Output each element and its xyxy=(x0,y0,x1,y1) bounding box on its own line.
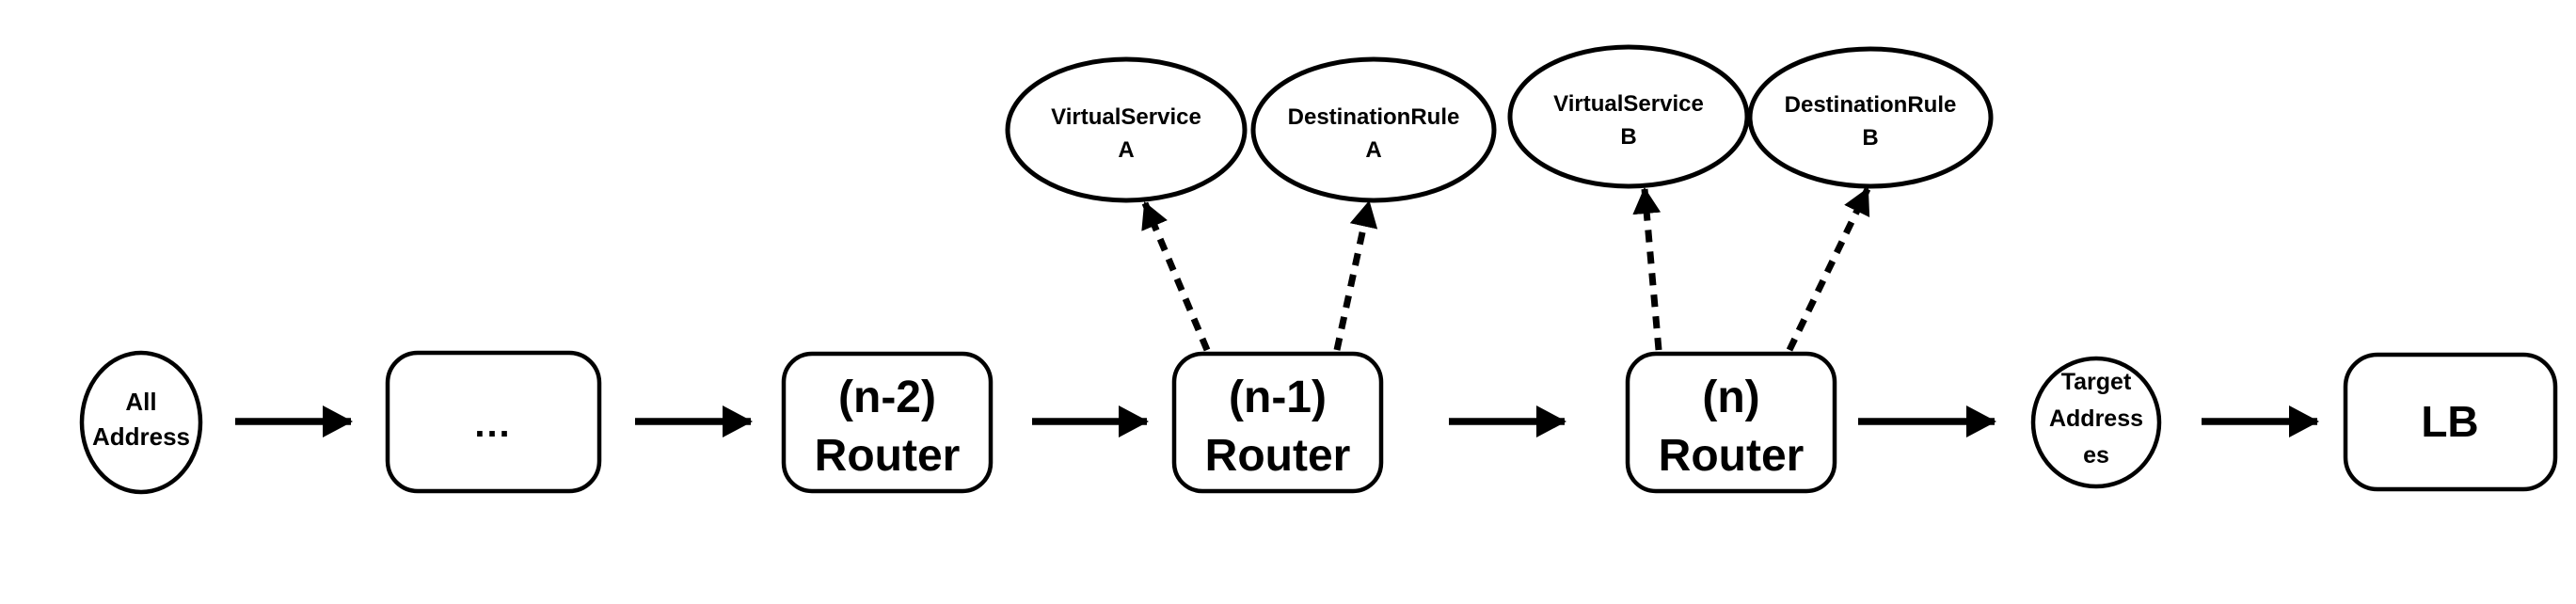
router-n-box xyxy=(1625,351,1837,494)
destinationrule-b-label-line1: DestinationRule xyxy=(1785,92,1957,118)
arrow-router-n-to-destinationrule-b xyxy=(1786,187,1871,352)
node-all-address: All Address xyxy=(79,350,203,495)
dots-label: ... xyxy=(474,404,511,445)
router-n-label-line1: (n) xyxy=(1702,373,1759,422)
node-virtualservice-a: VirtualService A xyxy=(1005,56,1248,203)
arrow-router-n-1-to-destinationrule-a xyxy=(1333,200,1378,351)
arrow-router-n-1-to-virtualservice-a xyxy=(1141,201,1211,352)
router-n-1-box xyxy=(1171,351,1384,494)
virtualservice-a-ellipse xyxy=(1005,56,1248,203)
virtualservice-b-label-line1: VirtualService xyxy=(1553,91,1704,117)
target-addresses-label-line1: Target xyxy=(2061,369,2132,395)
all-address-ellipse xyxy=(79,350,203,495)
node-lb: LB xyxy=(2343,352,2558,492)
lb-box xyxy=(2343,352,2558,492)
virtualservice-a-label-line2: A xyxy=(1118,137,1134,163)
node-destinationrule-b: DestinationRule B xyxy=(1747,46,1994,189)
target-addresses-ellipse xyxy=(2030,356,2162,489)
destinationrule-a-ellipse xyxy=(1250,56,1497,203)
dots-box xyxy=(385,350,602,494)
node-router-n-1: (n-1) Router xyxy=(1171,351,1384,494)
virtualservice-b-ellipse xyxy=(1507,44,1750,189)
router-n-label-line2: Router xyxy=(1659,431,1805,481)
router-n-1-label-line1: (n-1) xyxy=(1229,373,1327,422)
all-address-label-line2: Address xyxy=(92,422,190,451)
target-addresses-label-line2: Address xyxy=(2049,405,2143,432)
node-destinationrule-a: DestinationRule A xyxy=(1250,56,1497,203)
destinationrule-b-label-line2: B xyxy=(1862,125,1878,151)
arrow-router-n-to-virtualservice-b xyxy=(1632,187,1662,351)
lb-label: LB xyxy=(2421,397,2478,446)
node-virtualservice-b: VirtualService B xyxy=(1507,44,1750,189)
node-dots: ... xyxy=(385,350,602,494)
node-target-addresses: Target Address es xyxy=(2030,356,2162,489)
virtualservice-b-label-line2: B xyxy=(1620,124,1636,150)
node-router-n-2: (n-2) Router xyxy=(781,351,994,494)
virtualservice-a-label-line1: VirtualService xyxy=(1051,104,1201,130)
node-router-n: (n) Router xyxy=(1625,351,1837,494)
router-n-1-label-line2: Router xyxy=(1205,431,1351,481)
destinationrule-a-label-line1: DestinationRule xyxy=(1288,104,1460,130)
router-n-2-box xyxy=(781,351,994,494)
router-n-2-label-line2: Router xyxy=(815,431,961,481)
router-n-2-label-line1: (n-2) xyxy=(838,373,936,422)
reference-arrows xyxy=(1141,187,1871,352)
all-address-label-line1: All xyxy=(125,388,156,416)
target-addresses-label-line3: es xyxy=(2083,442,2109,469)
destinationrule-b-ellipse xyxy=(1747,46,1994,189)
destinationrule-a-label-line2: A xyxy=(1365,137,1381,163)
